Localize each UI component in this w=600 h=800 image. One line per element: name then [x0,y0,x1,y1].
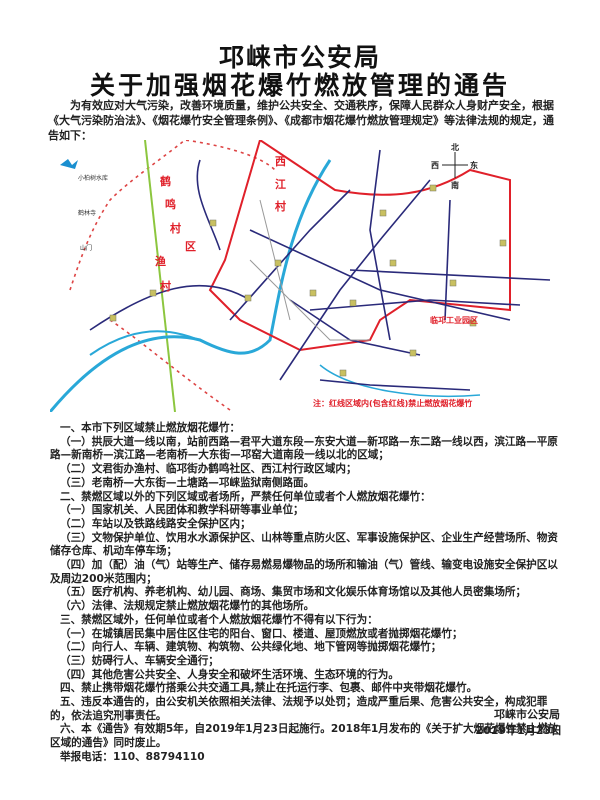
lake-icon [60,159,78,169]
notice-paragraph: 一、本市下列区域禁止燃放烟花爆竹： [60,422,241,434]
railway [144,140,176,412]
intro-text: 为有效应对大气污染，改善环境质量，维护公共安全、交通秩序，保障人民群众人身财产安… [48,99,554,142]
area-label: 渔 [155,254,166,268]
area-label: 江 [275,177,286,191]
compass: 北 南 西 东 [431,142,478,190]
notice-title: 关于加强烟花爆竹燃放管理的通告 [89,71,510,100]
notice-paragraph: （一）在城镇居民集中居住区住宅的阳台、窗口、楼道、屋顶燃放或者抛掷烟花爆竹； [60,627,463,640]
outer-boundary-south [109,319,231,411]
notice-paragraph: （三）文物保护单位、饮用水水源保护区、山林等重点防火区、军事设施保护区、企业生产… [50,531,558,558]
area-label: 村 [170,221,181,235]
signature-org: 邛崃市公安局 [494,708,560,721]
place-label: 小柏树水库 [78,174,108,182]
notice-paragraph: （一）国家机关、人民团体和教学科研等事业单位； [60,504,304,517]
area-label: 西 [275,155,286,168]
notice-paragraph: 二、禁燃区域以外的下列区域或者场所，严禁任何单位或者个人燃放烟花爆竹： [60,490,431,503]
river-2 [89,330,211,356]
notice-paragraph: （二）文君街办渔村、临邛街办鹤鸣社区、西江村行政区域内； [60,463,357,476]
industrial-park-label: 临邛工业园区 [430,315,478,325]
area-label: 村 [275,199,286,213]
roads [89,149,551,391]
intro-paragraph: 为有效应对大气污染，改善环境质量，维护公共安全、交通秩序，保障人民群众人身财产安… [48,98,558,143]
ban-zone-boundary [208,140,511,352]
notice-paragraph: 五、违反本通告的，由公安机关依照相关法律、法规予以处罚；造成严重后果、危害公共安… [50,696,548,722]
area-label: 鸣 [165,197,176,211]
river [50,159,332,412]
river-south [319,364,481,397]
outer-boundary [69,140,276,291]
place-label: 鹤林寺 [78,209,96,217]
area-label: 村 [160,279,171,293]
signature-date: 2019年1月23日 [475,724,562,737]
notice-paragraph: 举报电话：110、88794110 [60,750,205,763]
issuer-title: 邛崃市公安局 [218,43,381,72]
notice-paragraph: 四、禁止携带烟花爆竹搭乘公共交通工具,禁止在托运行李、包裹、邮件中夹带烟花爆竹。 [60,682,478,695]
road-markers [109,184,507,377]
notice-paragraph: （三）妨碍行人、车辆安全通行； [60,654,219,667]
svg-text:北: 北 [451,142,459,152]
notice-paragraph: （二）车站以及铁路线路安全保护区内； [60,517,251,530]
svg-text:东: 东 [470,160,478,170]
fireworks-ban-map: 西 江 村 鹤 鸣 村 区 渔 村 临邛工业园区 小柏树水库 鹤林寺 山门 北 … [50,140,551,412]
map-note: 注：红线区域内(包含红线)禁止燃放烟花爆竹 [313,398,472,408]
notice-paragraph: （五）医疗机构、养老机构、幼儿园、商场、集贸市场和文化娱乐体育场馆以及其他人员密… [60,586,527,599]
notice-paragraph: （四）加（配）油（气）站等生产、储存易燃易爆物品的场所和输油（气）管线、输变电设… [50,559,558,585]
svg-text:南: 南 [451,180,459,190]
notice-paragraph: （二）向行人、车辆、建筑物、构筑物、公共绿化地、地下管网等抛掷烟花爆竹； [60,641,442,654]
area-label: 区 [185,240,196,253]
notice-paragraph: （一）拱辰大道一线以南，站前西路—君平大道东段—东安大道—新邛路—东二路一线以西… [50,435,558,462]
notice-paragraph: （四）其他危害公共安全、人身安全和破坏生活环境、生态环境的行为。 [60,668,399,681]
notice-paragraph: （三）老南桥—大东街—土塘路—邛崃监狱南侧路面。 [60,476,315,489]
notice-paragraph: 六、本《通告》有效期5年，自2019年1月23日起施行。2018年1月发布的《关… [50,723,559,750]
notice-paragraph: 三、禁燃区域外，任何单位或者个人燃放烟花爆竹不得有以下行为： [60,613,378,626]
place-label: 山门 [80,244,92,252]
notice-paragraph: （六）法律、法规规定禁止燃放烟花爆竹的其他场所。 [60,600,315,613]
notice-body: 一、本市下列区域禁止燃放烟花爆竹：（一）拱辰大道一线以南，站前西路—君平大道东段… [50,422,560,765]
area-label: 鹤 [160,174,171,188]
svg-text:西: 西 [431,161,439,170]
